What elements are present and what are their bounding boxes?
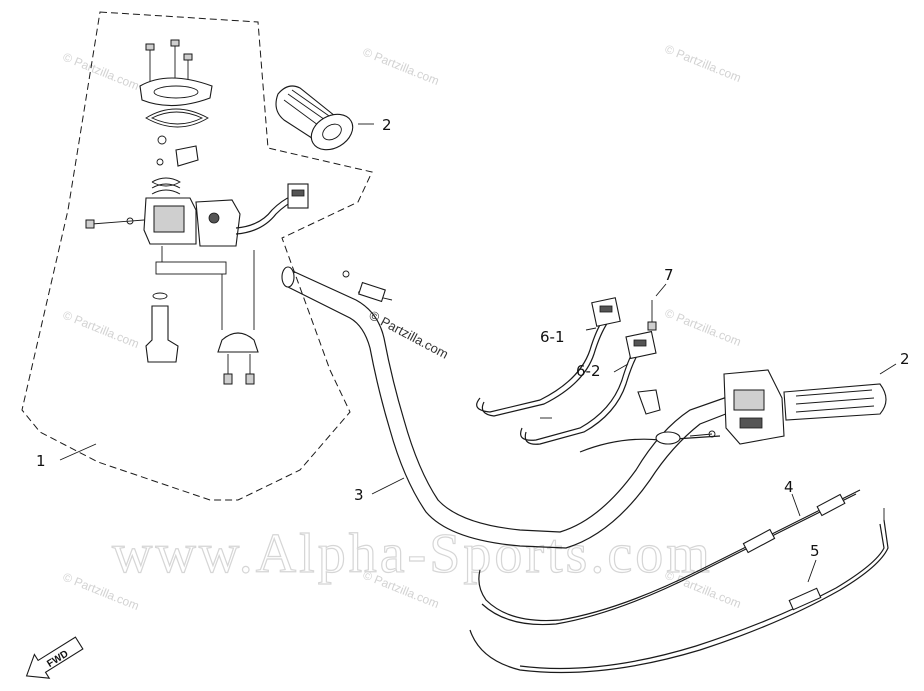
callout-2-right-grip: 2 <box>900 350 910 368</box>
handlebar <box>281 266 737 549</box>
partzilla-watermark: © Partzilla.com <box>61 308 141 351</box>
partzilla-watermark: © Partzilla.com <box>61 50 141 93</box>
leader-lines <box>59 123 897 583</box>
partzilla-watermark: © Partzilla.com <box>663 306 743 349</box>
callout-6-2: 6-2 <box>576 362 601 380</box>
switch-wire-harness <box>476 297 657 445</box>
callout-7: 7 <box>664 266 674 284</box>
partzilla-watermark: © Partzilla.com <box>361 45 441 88</box>
callout-2-left-grip: 2 <box>382 116 392 134</box>
throttle-cables <box>469 489 889 674</box>
callout-labels: 1 2 2 3 4 5 6-1 6-2 7 <box>36 116 910 560</box>
left-grip <box>275 85 354 151</box>
right-switch-and-grip <box>579 369 887 453</box>
callout-4: 4 <box>784 478 794 496</box>
callout-5: 5 <box>810 542 820 560</box>
forward-direction-arrow: FWD <box>25 636 84 679</box>
partzilla-watermark: © Partzilla.com <box>663 42 743 85</box>
ignition-switch-assembly <box>85 39 309 385</box>
callout-1: 1 <box>36 452 46 470</box>
alpha-sports-watermark: www.Alpha-Sports.com <box>112 523 713 585</box>
callout-3: 3 <box>354 486 364 504</box>
partzilla-center-watermark: © Partzilla.com <box>367 307 451 361</box>
callout-6-1: 6-1 <box>540 328 565 346</box>
